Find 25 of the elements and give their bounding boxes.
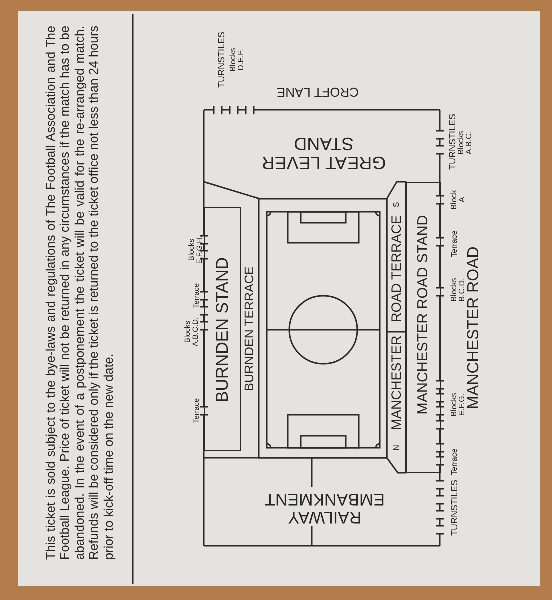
terrace-label: ROAD TERRACE [389,215,404,323]
terms-paragraph: This ticket is sold subject to the bye-laws and regulations of The Football Association and The Football League. Price of ticket will not be returned in any circumstances if the match has to be abandoned. In the event of a postponement the ticket will be valid for the re-arranged match. Refunds will be considered only if the ticket is returned to the ticket office not less than 24 hours prior to kick-off time on the new date. [44,26,116,560]
area-label: RAILWAY EMBANKMENT [264,490,386,526]
terrace-label: MANCHESTER [389,336,404,430]
stand-box [406,182,441,473]
stand-label: GREAT LEVER STAND [260,134,388,172]
entrance-label: TURNSTILES [217,32,227,88]
entrance-label: Blocks D.E.F. [230,47,246,74]
entrance-label: Blocks B.C.D. [450,277,467,304]
terrace-label: BURNDEN TERRACE [243,266,257,392]
street-label: MANCHESTER ROAD [466,246,484,410]
stand-box [204,207,241,451]
entrance-label: TURNSTILES [450,480,460,536]
terrace-label: S [392,202,401,208]
entrance-label: Terrace [450,230,460,258]
entrance-label: Block A [450,189,468,212]
terrace-label: N [392,445,401,451]
entrance-label: Terrace [450,448,460,476]
stand-label: MANCHESTER ROAD STAND [416,215,432,415]
terrace-box [387,182,406,473]
street-label: CROFT LANE [276,85,360,99]
entrance-label: TURNSTILES [448,114,458,170]
entrance-label: Blocks E.F.G. [450,392,467,419]
stand-label: BURNDEN STAND [214,257,232,403]
entrance-label: Blocks A.B.C. [458,130,474,157]
